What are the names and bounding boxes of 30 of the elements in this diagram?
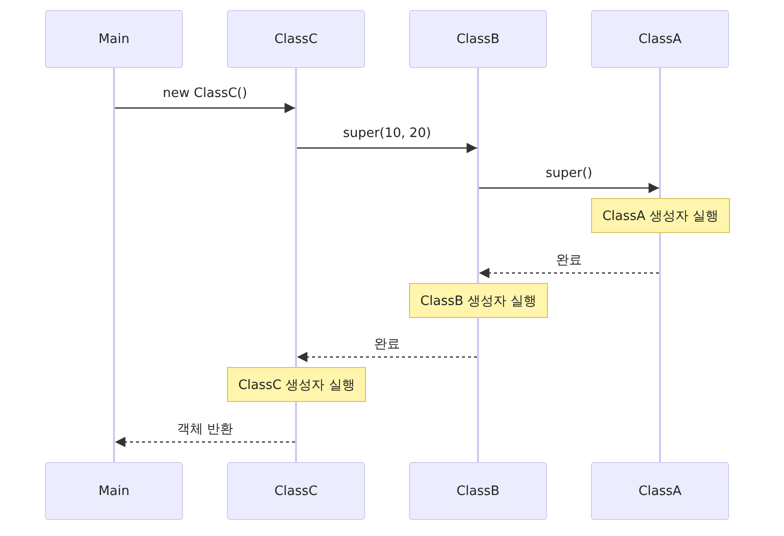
message-arrow [479, 268, 659, 278]
message-label: super(10, 20) [342, 126, 432, 141]
participant-box: ClassA [591, 462, 729, 520]
message-arrow [297, 352, 477, 362]
lifeline [295, 68, 297, 367]
participant-box: ClassB [409, 462, 547, 520]
participant-box: ClassA [591, 10, 729, 68]
message-arrow [115, 102, 295, 114]
participant-box: Main [45, 462, 183, 520]
lifeline [295, 402, 297, 462]
participant-box: Main [45, 10, 183, 68]
note: ClassC 생성자 실행 [227, 367, 366, 402]
message-label: super() [546, 166, 592, 181]
message-arrow [115, 436, 295, 448]
participant-box: ClassC [227, 10, 365, 68]
lifeline [477, 318, 479, 462]
lifeline [477, 68, 479, 283]
message-label: new ClassC() [162, 86, 248, 101]
note: ClassA 생성자 실행 [591, 198, 730, 233]
message-label: 완료 [556, 252, 582, 269]
message-arrow [479, 182, 659, 194]
message-label: 객체 반환 [176, 421, 234, 438]
lifeline [113, 68, 115, 462]
lifeline [659, 68, 661, 198]
participant-box: ClassC [227, 462, 365, 520]
participant-box: ClassB [409, 10, 547, 68]
lifeline [659, 233, 661, 462]
message-label: 완료 [374, 336, 400, 353]
note: ClassB 생성자 실행 [409, 283, 548, 318]
message-arrow [297, 142, 477, 154]
